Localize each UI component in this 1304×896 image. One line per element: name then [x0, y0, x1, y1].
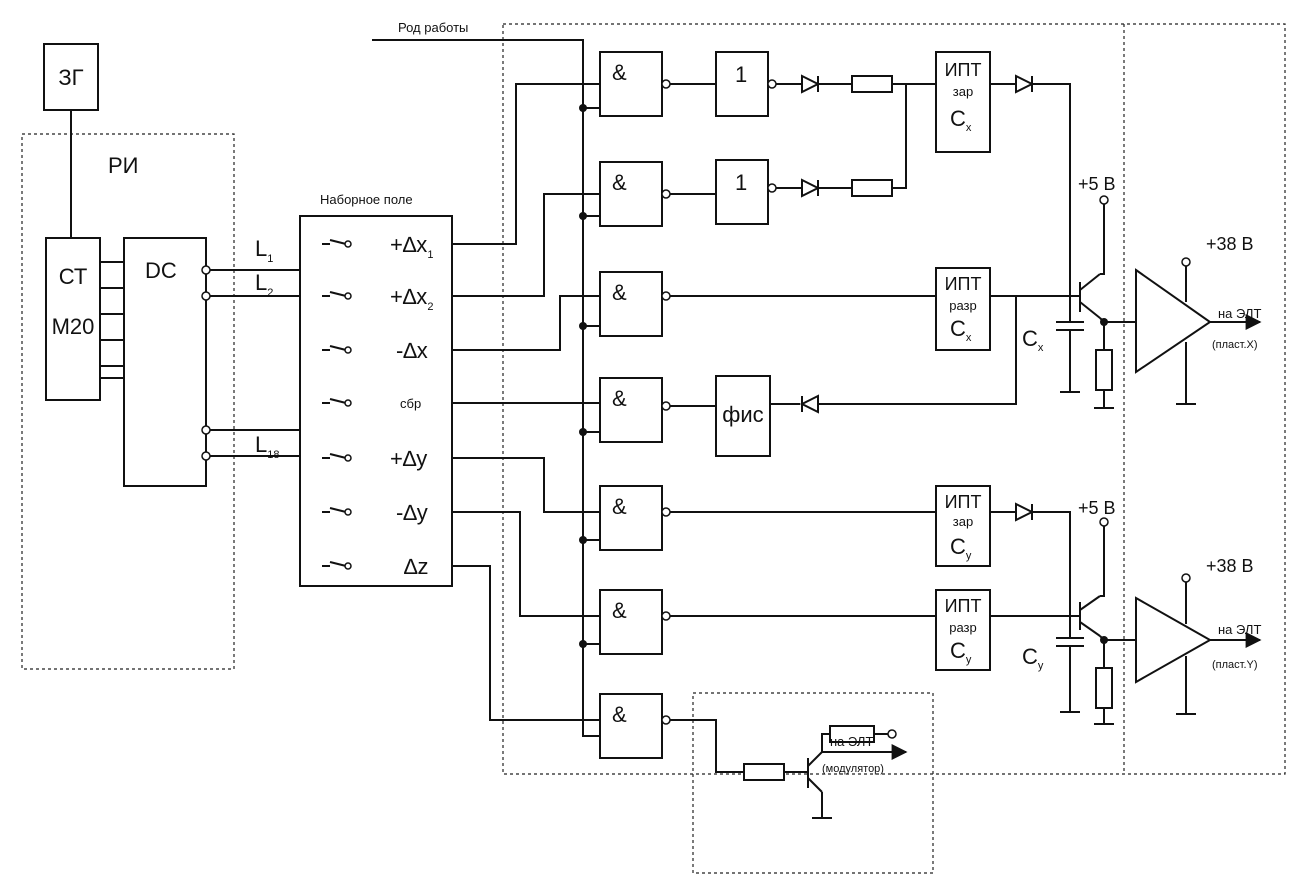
- svg-text:&: &: [612, 170, 627, 195]
- ct-dc-bus: [100, 261, 124, 379]
- output-m-sub: (модулятор): [822, 763, 884, 775]
- svg-text:Cy: Cy: [950, 638, 972, 666]
- switch-dx2: +∆x2: [390, 284, 433, 313]
- zg-block: [43, 43, 99, 111]
- switch-mdx: -∆x: [396, 338, 428, 363]
- svg-text:1: 1: [735, 62, 747, 87]
- svg-text:ИПТ: ИПТ: [945, 274, 982, 294]
- mode-label: Род работы: [398, 20, 468, 35]
- l2-label: L2: [255, 270, 273, 299]
- switch-dy1: +∆y: [390, 446, 427, 471]
- svg-text:разр: разр: [949, 298, 977, 313]
- dc-label: DC: [145, 258, 177, 283]
- power-38v-y: +38 В: [1206, 556, 1254, 576]
- l1-label: L1: [255, 236, 273, 265]
- y-output-stage: [990, 502, 1262, 725]
- ct-label-1: СТ: [59, 264, 88, 289]
- svg-text:1: 1: [735, 170, 747, 195]
- ri-dashed-region: [21, 133, 235, 670]
- or-gates: 1 1: [670, 51, 777, 225]
- svg-text:&: &: [612, 598, 627, 623]
- svg-text:ИПТ: ИПТ: [945, 60, 982, 80]
- power-5v-y: +5 В: [1078, 498, 1116, 518]
- svg-text:Cx: Cx: [950, 316, 972, 344]
- l18-label: L18: [255, 432, 280, 461]
- x-output-stage: [990, 74, 1262, 409]
- cap-cx-label: Cx: [1022, 326, 1044, 354]
- svg-text:&: &: [612, 494, 627, 519]
- svg-text:&: &: [612, 386, 627, 411]
- fis-label: фис: [722, 402, 763, 427]
- switch-reset: сбр: [400, 396, 421, 411]
- svg-text:зар: зар: [953, 514, 973, 529]
- ct-label-2: М20: [52, 314, 95, 339]
- modulator-stage: [670, 719, 908, 819]
- switch-wires: [452, 83, 600, 721]
- dc-block: [123, 237, 207, 487]
- output-y-label: на ЭЛТ: [1218, 622, 1261, 637]
- power-38v-x: +38 В: [1206, 234, 1254, 254]
- switch-dx1: +∆x1: [390, 232, 433, 261]
- mode-taps: [579, 104, 600, 648]
- zg-label: ЗГ: [58, 65, 83, 90]
- fis-wires: [670, 295, 1017, 414]
- fis-block: [715, 375, 771, 457]
- output-m-label: на ЭЛТ: [830, 734, 873, 749]
- switches: +∆x1 +∆x2 -∆x сбр +∆y -∆y ∆z: [322, 232, 433, 579]
- svg-text:разр: разр: [949, 620, 977, 635]
- svg-text:Cy: Cy: [950, 534, 972, 562]
- svg-text:ИПТ: ИПТ: [945, 492, 982, 512]
- logic-dashed-region: [502, 23, 1286, 775]
- switch-mdy: -∆y: [396, 500, 428, 525]
- svg-text:&: &: [612, 60, 627, 85]
- svg-text:ИПТ: ИПТ: [945, 596, 982, 616]
- cap-cy-label: Cy: [1022, 644, 1044, 672]
- svg-text:Cx: Cx: [950, 106, 972, 134]
- svg-text:зар: зар: [953, 84, 973, 99]
- nabor-label: Наборное поле: [320, 192, 413, 207]
- modulator-dashed-region: [692, 692, 934, 874]
- nabor-block: [299, 215, 453, 587]
- output-x-label: на ЭЛТ: [1218, 306, 1261, 321]
- or-output-chains: [776, 74, 936, 198]
- power-5v-x: +5 В: [1078, 174, 1116, 194]
- svg-text:&: &: [612, 702, 627, 727]
- switch-dz: ∆z: [404, 554, 428, 579]
- ct-block: [45, 237, 101, 401]
- ri-label: РИ: [108, 153, 139, 178]
- gate-ipt-wires: [670, 295, 936, 617]
- and-gates: & & & & & & &: [599, 51, 671, 759]
- svg-text:&: &: [612, 280, 627, 305]
- output-y-sub: (пласт.Y): [1212, 659, 1258, 671]
- ipt-blocks: ИПТ зар Cx ИПТ разр Cx ИПТ зар Cy ИПТ ра…: [935, 51, 991, 671]
- output-x-sub: (пласт.X): [1212, 339, 1258, 351]
